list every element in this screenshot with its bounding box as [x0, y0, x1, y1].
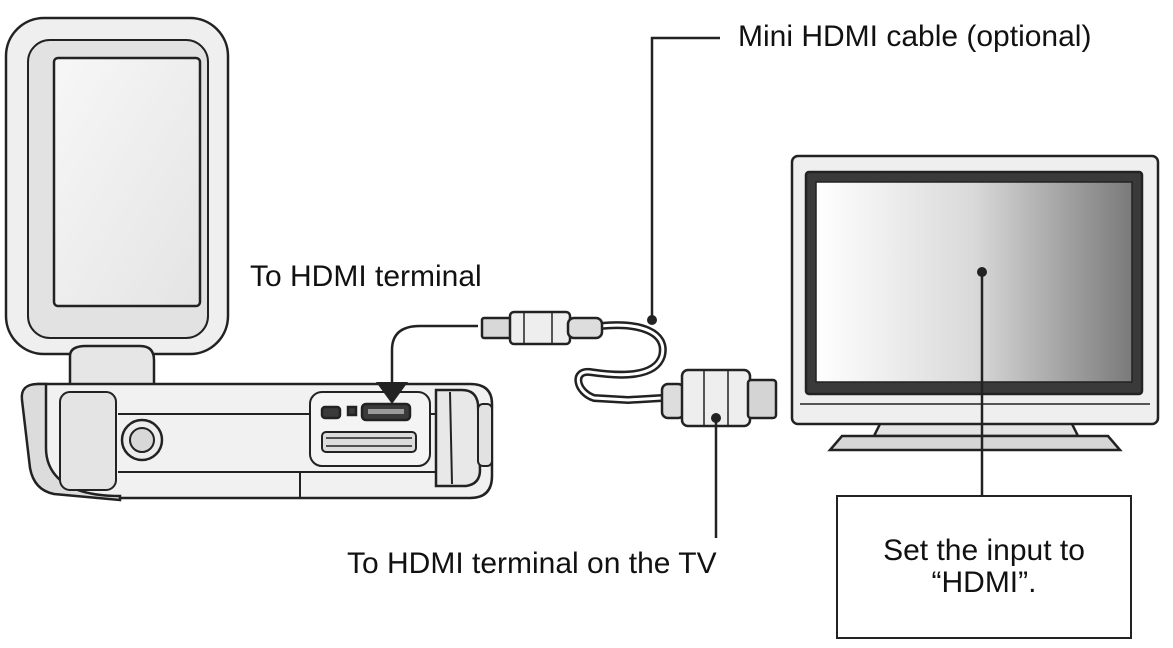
camera-terminal-label: To HDMI terminal	[250, 260, 482, 293]
cable-leader-dot	[647, 315, 657, 325]
tv-terminal-label: To HDMI terminal on the TV	[347, 547, 717, 580]
hdmi-cable-icon	[480, 310, 778, 428]
input-instruction-line1: Set the input to	[883, 533, 1085, 567]
camera-terminal-arrow-line	[390, 324, 478, 384]
hdmi-plug-icon	[660, 368, 778, 428]
cable-label: Mini HDMI cable (optional)	[738, 20, 1092, 53]
input-instruction-box: Set the input to “HDMI”.	[836, 495, 1132, 639]
tv-terminal-leader-dot	[711, 413, 721, 423]
camcorder-icon	[4, 16, 494, 502]
leader-lines	[376, 36, 987, 538]
tv-input-leader-dot	[977, 267, 987, 277]
cable-leader-line	[650, 36, 720, 320]
arrow-down-icon	[376, 382, 408, 404]
input-instruction-line2: “HDMI”.	[931, 566, 1037, 599]
mini-hdmi-plug-icon	[480, 310, 604, 346]
television-icon	[790, 154, 1160, 452]
